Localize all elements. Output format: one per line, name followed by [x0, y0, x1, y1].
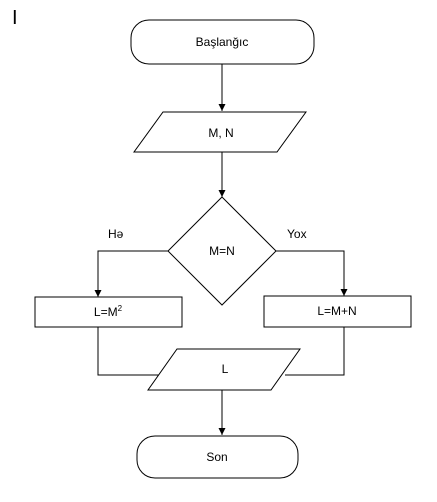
yes-process-superscript: 2	[118, 304, 123, 313]
yes-process-base: L=M	[94, 305, 118, 319]
output-parallelogram	[147, 348, 301, 391]
decision-label: M=N	[209, 244, 235, 258]
input-label: M, N	[208, 126, 233, 140]
end-terminal	[136, 435, 299, 479]
no-branch-label: Yox	[287, 227, 307, 241]
start-label: Başlanğıc	[196, 35, 249, 49]
arrow-decision-to-yes	[94, 250, 168, 297]
yes-process-label: L=M2	[94, 304, 123, 319]
end-label: Son	[206, 450, 227, 464]
no-process-box	[263, 295, 412, 328]
yes-process-box	[34, 296, 183, 328]
input-parallelogram	[133, 111, 307, 153]
decision-diamond	[167, 196, 277, 306]
corner-mark: I	[12, 7, 18, 29]
connector-no-to-output	[285, 327, 345, 376]
no-process-label: L=M+N	[317, 304, 356, 318]
arrow-decision-to-no	[276, 250, 348, 296]
output-label: L	[222, 362, 229, 376]
connector-yes-to-output	[97, 327, 160, 376]
yes-branch-label: Hə	[108, 227, 124, 241]
